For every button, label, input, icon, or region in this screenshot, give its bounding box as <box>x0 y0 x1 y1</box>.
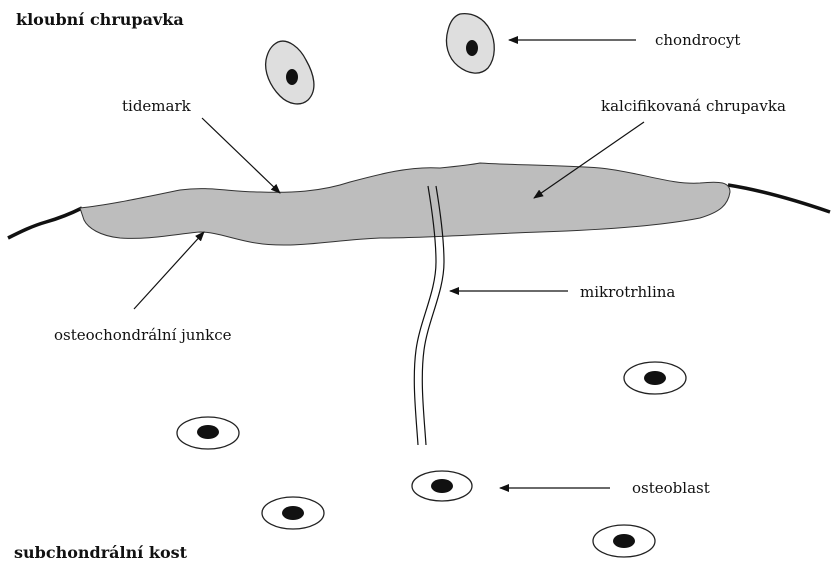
arrow-osteochondral-junction <box>134 232 204 309</box>
chondrocyte-cell <box>266 41 314 104</box>
osteoblast-cell <box>624 362 686 394</box>
calcified-cartilage-zone <box>80 163 730 245</box>
osteoblast-cell <box>177 417 239 449</box>
tidemark-line-left <box>8 208 82 238</box>
label-microcrack: mikrotrhlina <box>580 283 675 301</box>
heading-articular-cartilage: kloubní chrupavka <box>16 10 184 29</box>
label-tidemark: tidemark <box>122 97 192 115</box>
label-calcified-cartilage: kalcifikovaná chrupavka <box>601 97 786 115</box>
tidemark-line-right <box>728 185 830 212</box>
osteoblast-cell <box>412 471 472 501</box>
arrow-tidemark <box>202 118 280 193</box>
chondrocyte-cell <box>446 14 494 73</box>
osteoblast-cell <box>593 525 655 557</box>
label-osteoblast: osteoblast <box>632 479 710 497</box>
label-chondrocyte: chondrocyt <box>655 31 740 49</box>
label-osteochondral-junction: osteochondrální junkce <box>54 326 232 344</box>
heading-subchondral-bone: subchondrální kost <box>14 543 188 562</box>
osteoblast-cell <box>262 497 324 529</box>
